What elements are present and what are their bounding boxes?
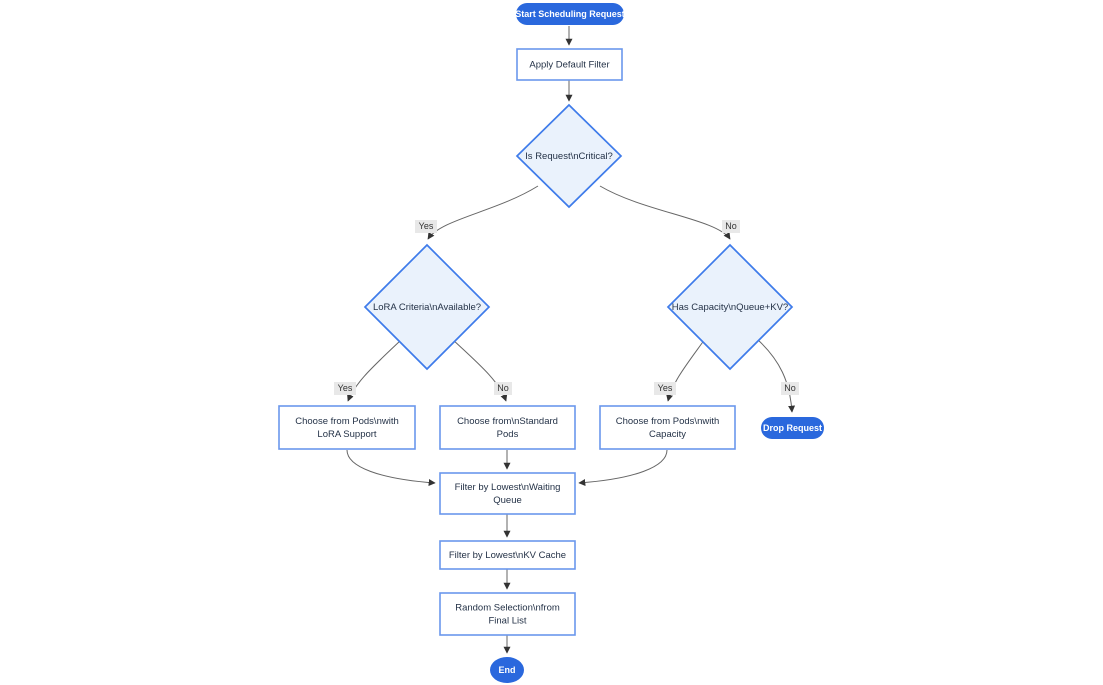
apply-filter-box-shape (516, 48, 623, 81)
edge-label-bg (415, 220, 437, 233)
svg-text:Start Scheduling Request: Start Scheduling Request (515, 9, 625, 19)
node-apply-default-filter: Apply Default Filter (516, 48, 623, 81)
edge-label-bg (494, 382, 512, 395)
svg-text:No: No (725, 221, 737, 231)
drop-request-pill-shape (761, 417, 824, 439)
node-choose-standard-pods: Choose from\nStandard Pods (439, 405, 576, 450)
node-end: End (490, 657, 524, 683)
svg-text:Yes: Yes (658, 383, 673, 393)
edge-has-capacity-yes (666, 338, 706, 402)
edge-has-capacity-no (756, 338, 796, 413)
edge-label-capacity-no: No (781, 382, 799, 395)
edge-label-bg (781, 382, 799, 395)
svg-text:Capacity: Capacity (649, 429, 686, 440)
edge-label-lora-yes: Yes (334, 382, 356, 395)
edge-label-bg (334, 382, 356, 395)
svg-text:Is Request\nCritical?: Is Request\nCritical? (525, 151, 613, 162)
edge-label-lora-no: No (494, 382, 512, 395)
svg-text:Filter by Lowest\nKV Cache: Filter by Lowest\nKV Cache (449, 550, 566, 561)
node-is-request-critical: Is Request\nCritical? (515, 103, 623, 209)
node-random-selection-final-list: Random Selection\nfrom Final List (439, 592, 576, 636)
edge-lora-available-no (451, 338, 508, 402)
edge-lora-available-yes (347, 338, 403, 402)
svg-text:Pods: Pods (497, 429, 519, 440)
node-choose-pods-lora-support: Choose from Pods\nwith LoRA Support (278, 405, 416, 450)
node-start-scheduling-request: Start Scheduling Request (515, 3, 625, 25)
node-choose-pods-capacity: Choose from Pods\nwith Capacity (599, 405, 736, 450)
nodes: Start Scheduling Request Apply Default F… (278, 3, 824, 683)
svg-text:Random Selection\nfrom: Random Selection\nfrom (455, 603, 560, 614)
svg-text:Filter by Lowest\nWaiting: Filter by Lowest\nWaiting (455, 482, 561, 493)
svg-text:Choose from Pods\nwith: Choose from Pods\nwith (616, 416, 720, 427)
node-has-capacity-queue-kv: Has Capacity\nQueue+KV? (666, 243, 794, 371)
svg-text:Apply Default Filter: Apply Default Filter (529, 60, 609, 71)
svg-text:Choose from Pods\nwith: Choose from Pods\nwith (295, 416, 399, 427)
edge-is-critical-no (599, 185, 731, 240)
end-pill-shape (490, 657, 524, 683)
filter-waiting-box-shape (439, 472, 576, 515)
edge-label-is-critical-no: No (722, 220, 740, 233)
choose-standard-box-shape (439, 405, 576, 450)
svg-text:No: No (497, 383, 509, 393)
edge-labels: Yes No Yes No Yes No (334, 220, 799, 395)
svg-text:Has Capacity\nQueue+KV?: Has Capacity\nQueue+KV? (672, 302, 788, 313)
svg-text:LoRA Support: LoRA Support (317, 429, 377, 440)
node-drop-request: Drop Request (761, 417, 824, 439)
edge-choose-capacity-to-filter-waiting (578, 449, 668, 487)
edge-is-critical-yes (427, 185, 539, 240)
has-capacity-diamond-shape (666, 243, 794, 371)
start-pill-shape (516, 3, 624, 25)
edge-label-bg (654, 382, 676, 395)
svg-text:Queue: Queue (493, 495, 522, 506)
node-lora-criteria-available: LoRA Criteria\nAvailable? (363, 243, 491, 371)
edge-label-bg (722, 220, 740, 233)
svg-text:Yes: Yes (419, 221, 434, 231)
edge-choose-lora-to-filter-waiting (346, 449, 436, 487)
svg-text:Yes: Yes (338, 383, 353, 393)
is-critical-diamond-shape (515, 103, 623, 209)
svg-text:No: No (784, 383, 796, 393)
svg-text:Drop Request: Drop Request (763, 423, 822, 433)
svg-text:Choose from\nStandard: Choose from\nStandard (457, 416, 558, 427)
node-filter-lowest-kv-cache: Filter by Lowest\nKV Cache (439, 540, 576, 570)
edges (346, 26, 796, 654)
edge-label-is-critical-yes: Yes (415, 220, 437, 233)
choose-capacity-box-shape (599, 405, 736, 450)
node-filter-lowest-waiting-queue: Filter by Lowest\nWaiting Queue (439, 472, 576, 515)
svg-text:LoRA Criteria\nAvailable?: LoRA Criteria\nAvailable? (373, 302, 481, 313)
choose-lora-box-shape (278, 405, 416, 450)
edge-label-capacity-yes: Yes (654, 382, 676, 395)
svg-text:End: End (499, 665, 516, 675)
lora-available-diamond-shape (363, 243, 491, 371)
filter-kv-box-shape (439, 540, 576, 570)
random-selection-box-shape (439, 592, 576, 636)
svg-text:Final List: Final List (488, 616, 526, 627)
